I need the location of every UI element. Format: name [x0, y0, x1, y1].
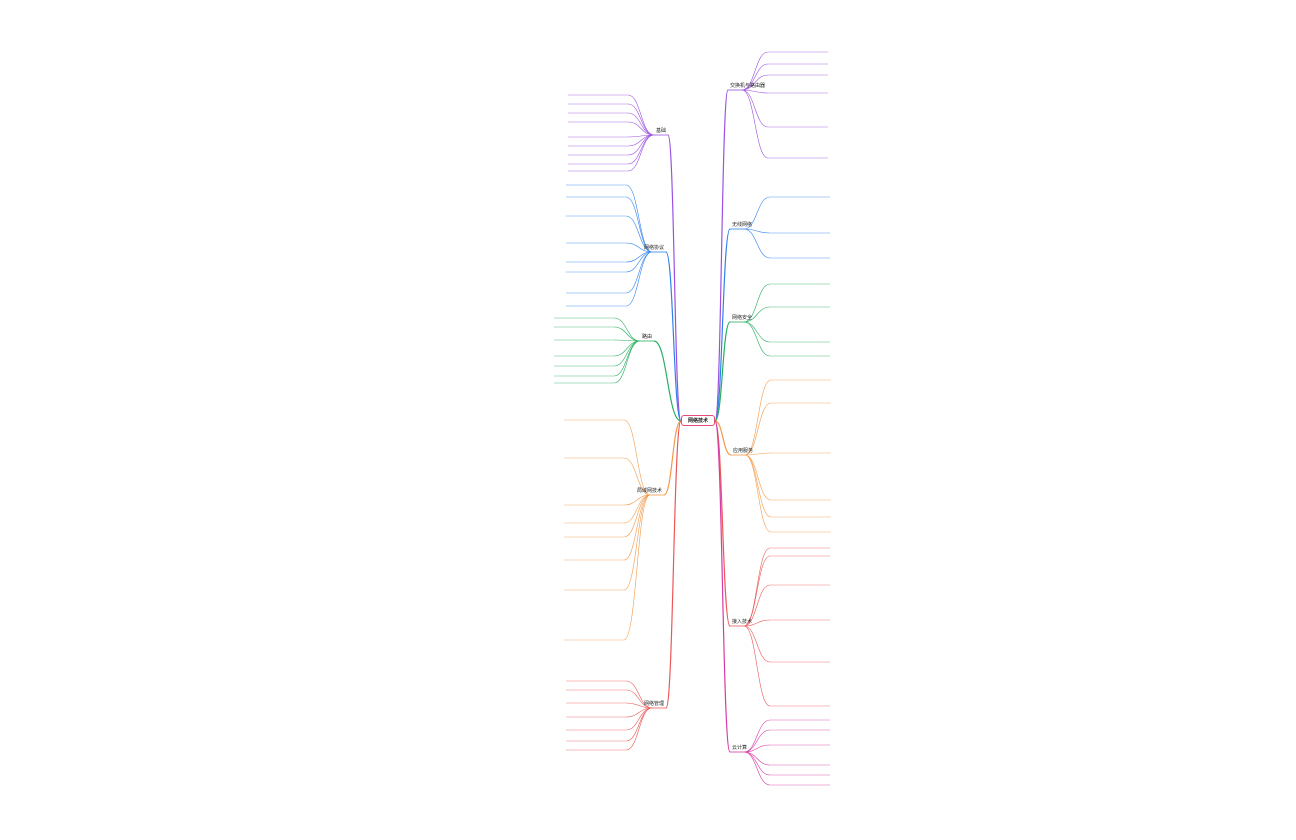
- connector-line: [623, 494, 651, 538]
- connector-line: [625, 184, 653, 253]
- root-node[interactable]: 网络技术: [681, 415, 715, 426]
- connector-line: [743, 751, 771, 786]
- connector-line: [623, 494, 651, 591]
- connector-line: [623, 494, 651, 561]
- connector-line: [627, 103, 655, 136]
- connector-line: [744, 402, 772, 456]
- connector-line: [743, 619, 771, 627]
- branch-right-5[interactable]: 云计算: [732, 745, 748, 751]
- connector-line: [625, 196, 653, 253]
- connector-line: [663, 420, 682, 496]
- branch-right-2[interactable]: 网络安全: [732, 315, 753, 321]
- connector-line: [744, 452, 772, 456]
- connector-line: [743, 625, 771, 707]
- branch-left-1[interactable]: 网络协议: [643, 245, 664, 251]
- connector-line: [741, 74, 769, 91]
- connector-line: [625, 702, 653, 709]
- branch-right-3[interactable]: 应用服务: [733, 448, 754, 454]
- connector-line: [743, 744, 771, 753]
- connector-line: [743, 196, 771, 230]
- branch-right-0[interactable]: 交换机与路由器: [730, 83, 766, 89]
- connector-line: [625, 707, 653, 751]
- connector-line: [653, 340, 682, 422]
- connector-line: [667, 134, 682, 422]
- connector-line: [743, 719, 771, 753]
- connector-line: [744, 379, 772, 456]
- connector-line: [627, 134, 655, 165]
- connector-line: [743, 306, 771, 323]
- connector-line: [741, 89, 769, 94]
- connector-line: [627, 121, 655, 136]
- connector-line: [625, 680, 653, 709]
- connector-line: [743, 625, 771, 663]
- connector-line: [625, 689, 653, 709]
- connector-line: [714, 89, 729, 422]
- connector-line: [743, 729, 771, 753]
- connector-line: [627, 112, 655, 136]
- connector-line: [613, 340, 641, 384]
- connector-line: [623, 494, 651, 524]
- connector-line: [743, 321, 771, 357]
- connector-line: [625, 251, 653, 294]
- connector-line: [744, 454, 772, 518]
- connector-line: [743, 751, 771, 776]
- connector-line: [625, 251, 653, 307]
- connector-line: [741, 89, 769, 159]
- connector-line: [741, 63, 769, 91]
- connector-line: [743, 547, 771, 627]
- connector-line: [741, 89, 769, 128]
- connector-line: [743, 555, 771, 627]
- connector-line: [613, 340, 641, 377]
- connector-line: [743, 228, 771, 259]
- connector-line: [613, 339, 641, 342]
- connector-line: [623, 494, 651, 641]
- connector-line: [714, 420, 731, 753]
- connector-line: [714, 420, 731, 627]
- connector-line: [714, 321, 731, 422]
- connector-line: [744, 454, 772, 533]
- connector-line: [625, 707, 653, 742]
- branch-right-1[interactable]: 无线网络: [732, 222, 753, 228]
- connector-line: [665, 251, 682, 422]
- connector-line: [625, 707, 653, 731]
- branch-right-4[interactable]: 接入技术: [732, 619, 753, 625]
- connector-line: [714, 228, 731, 422]
- connector-line: [625, 251, 653, 273]
- connector-line: [627, 134, 655, 156]
- connector-line: [743, 584, 771, 627]
- branch-left-3[interactable]: 局域网技术: [636, 488, 662, 494]
- branch-left-0[interactable]: 基础: [655, 128, 666, 134]
- connector-line: [714, 420, 732, 456]
- branch-left-4[interactable]: 网络管理: [643, 701, 664, 707]
- connector-line: [627, 94, 655, 136]
- connector-line: [625, 242, 653, 253]
- connector-line: [665, 420, 682, 709]
- connector-line: [743, 228, 771, 234]
- branch-left-2[interactable]: 路由: [641, 334, 652, 340]
- connector-line: [613, 317, 641, 342]
- connector-line: [613, 326, 641, 342]
- connector-line: [623, 419, 651, 496]
